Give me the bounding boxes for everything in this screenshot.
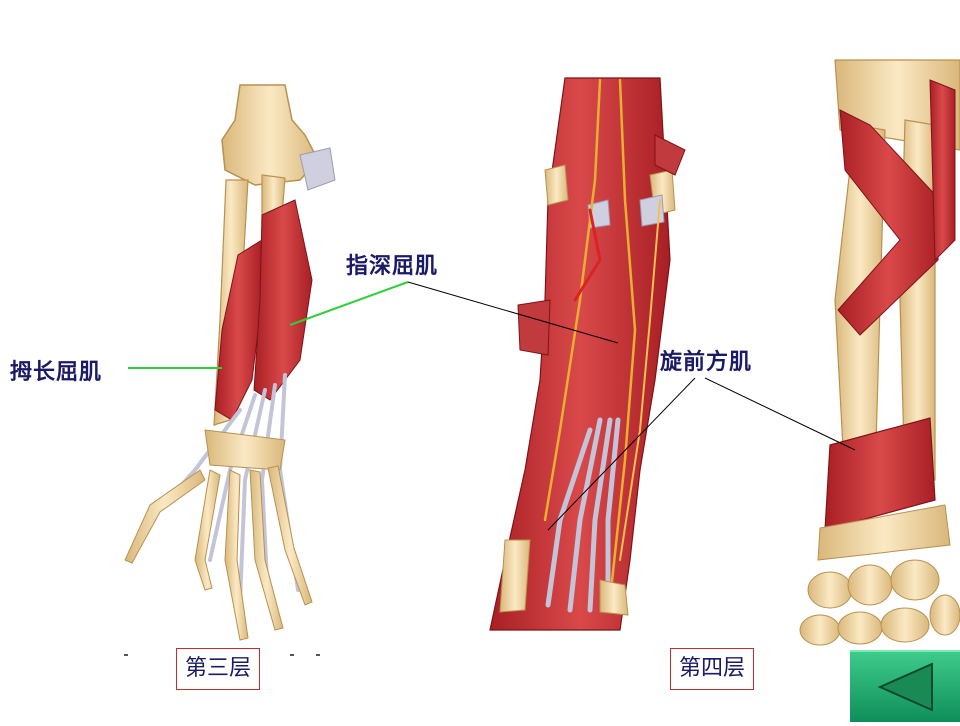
fdp-leader-line-black xyxy=(407,281,619,344)
triangle-left-icon xyxy=(877,662,933,712)
wrist-tendons xyxy=(545,417,621,613)
label-pronator-quadratus: 旋前方肌 xyxy=(660,350,753,375)
layer-caption-third: 第三层 xyxy=(176,648,261,690)
pq-leader-line-left xyxy=(547,377,696,531)
carpal-bones xyxy=(799,559,960,646)
flexor-digitorum-profundus-muscle xyxy=(253,199,313,401)
forearm-muscle-strip xyxy=(929,79,956,262)
hand-bones xyxy=(124,429,313,641)
supinator-muscle xyxy=(837,109,941,336)
elbow-bone-fragment xyxy=(544,164,569,206)
layer-caption-fourth: 第四层 xyxy=(670,648,755,690)
pq-leader-line-right xyxy=(704,377,856,451)
label-flexor-pollicis-longus: 拇长屈肌 xyxy=(10,360,103,385)
nerves-and-vessels xyxy=(543,78,661,602)
retracted-muscle-flap xyxy=(517,299,551,356)
figure-fourth-layer xyxy=(489,77,686,631)
fdp-leader-line-green xyxy=(289,281,409,326)
back-button[interactable] xyxy=(850,650,960,722)
wrist-bones xyxy=(499,539,629,616)
distal-bone-ends xyxy=(817,504,951,561)
pronator-quadratus-muscle xyxy=(824,417,936,531)
retracted-muscle-flap xyxy=(654,134,686,176)
elbow-ligament xyxy=(299,147,336,191)
figure-distal-forearm xyxy=(799,59,960,646)
label-flexor-digitorum-profundus: 指深屈肌 xyxy=(346,254,439,279)
figure-third-layer xyxy=(124,84,336,641)
humerus-bone xyxy=(221,84,319,186)
